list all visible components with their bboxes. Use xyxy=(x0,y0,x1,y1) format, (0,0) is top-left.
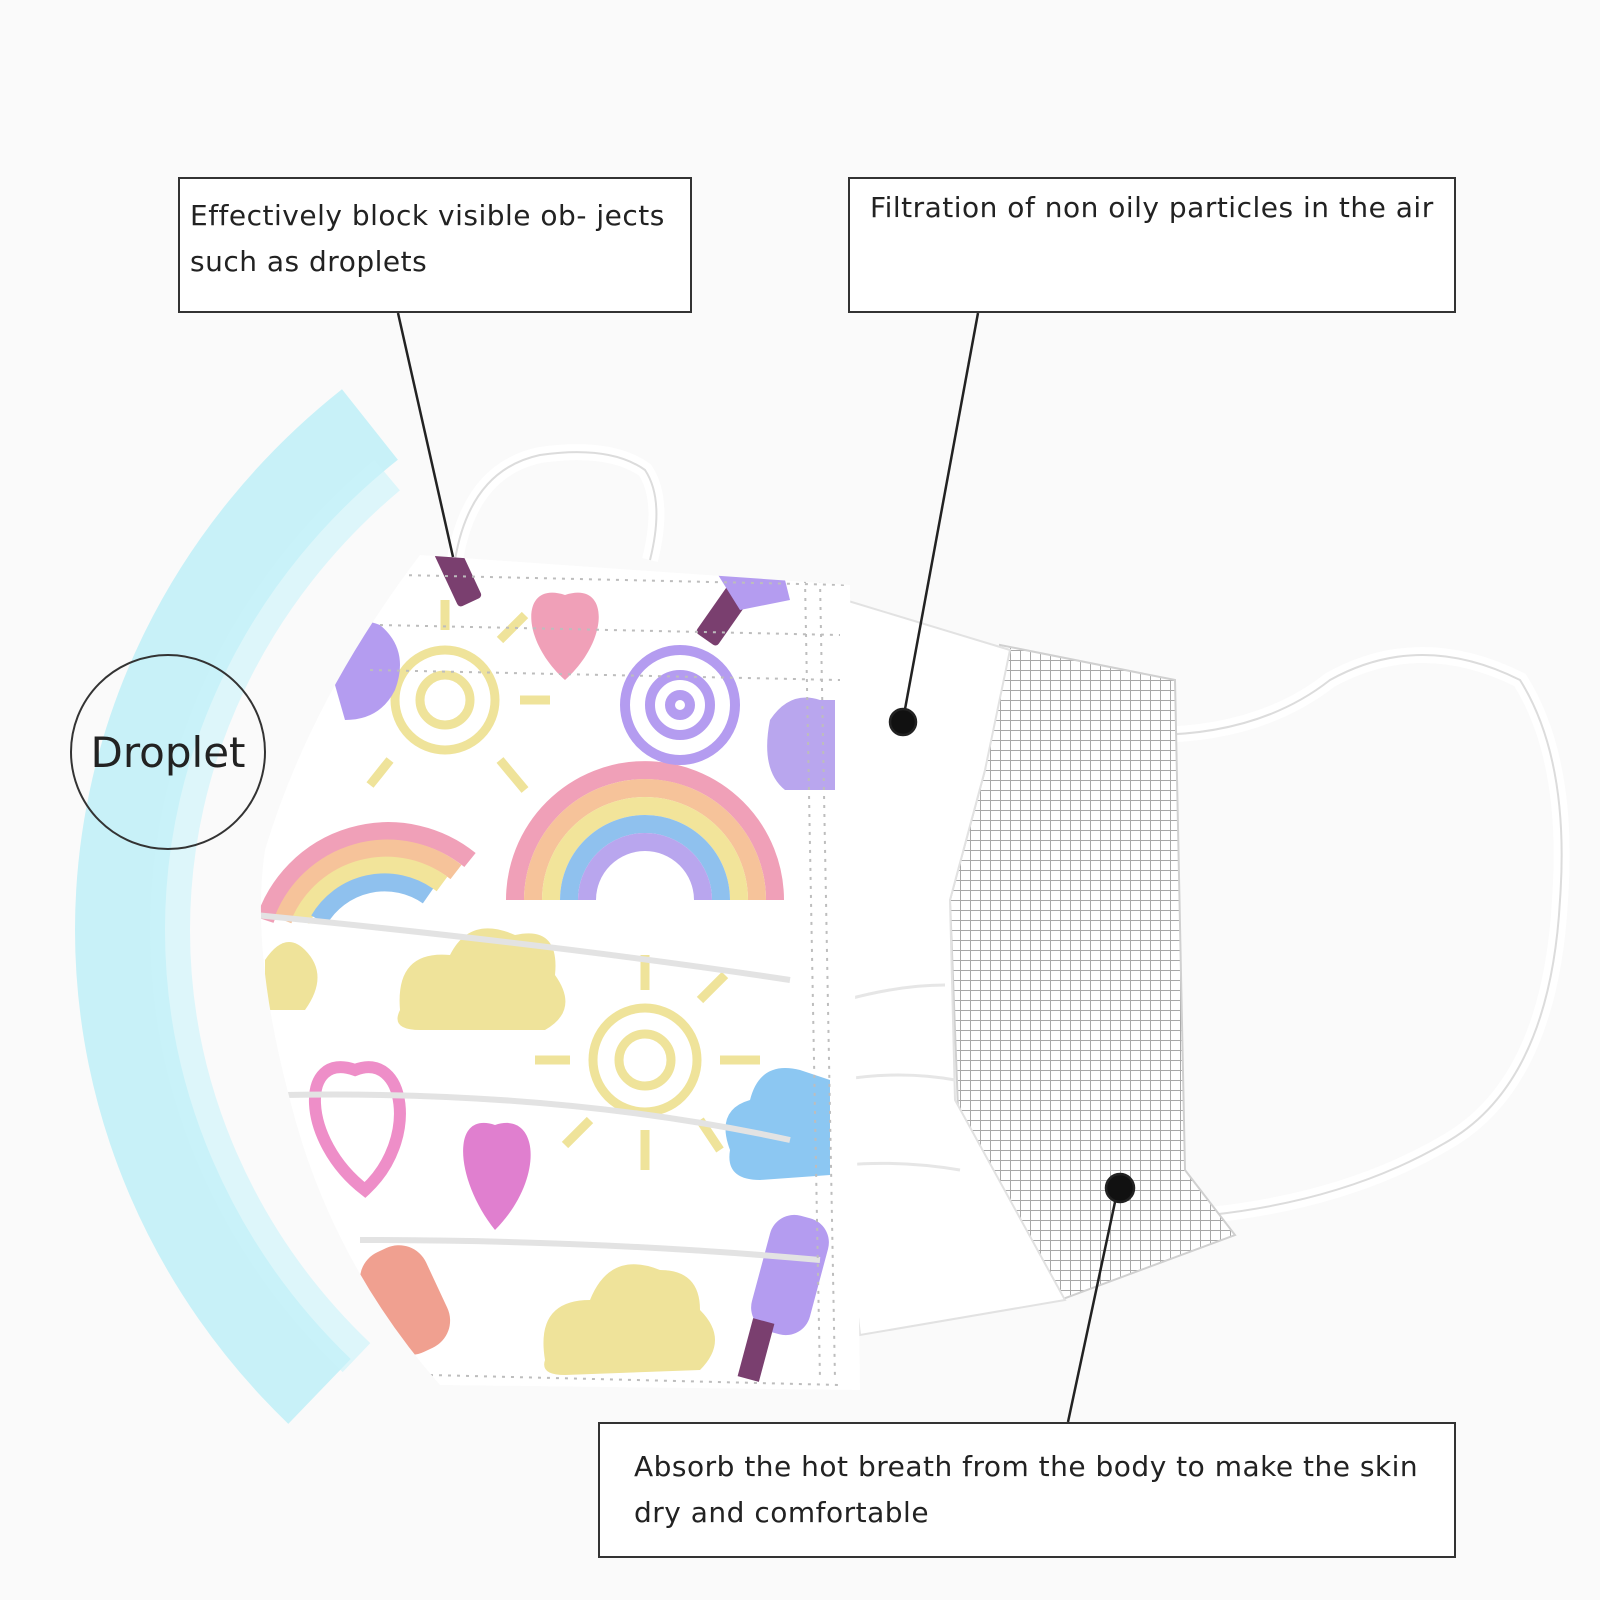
heart-icon xyxy=(309,1061,406,1198)
callout-filtration: Filtration of non oily particles in the … xyxy=(848,177,1456,313)
rainbow-icon xyxy=(260,761,784,925)
callout-block-droplets-text: Effectively block visible ob- jects such… xyxy=(190,199,665,278)
right-ear-loop-icon xyxy=(1149,647,1570,1223)
sun-swirl-icon xyxy=(345,600,760,1170)
callout-absorb: Absorb the hot breath from the body to m… xyxy=(598,1422,1456,1558)
droplet-spray-arc xyxy=(75,225,1565,1600)
callout-leaders xyxy=(396,312,1136,1423)
callout-block-droplets: Effectively block visible ob- jects such… xyxy=(178,177,692,313)
heart-icon xyxy=(463,1122,531,1230)
droplet-label-circle: Droplet xyxy=(70,654,266,850)
popsicle-icon xyxy=(359,555,829,1382)
printed-outer-layer xyxy=(260,555,861,1390)
top-ear-loop-icon xyxy=(447,444,665,562)
lollipop-swirl-icon xyxy=(620,645,740,765)
droplet-label: Droplet xyxy=(90,727,246,777)
callout-absorb-text: Absorb the hot breath from the body to m… xyxy=(634,1450,1419,1529)
heart-icon xyxy=(531,592,599,680)
callout-filtration-text: Filtration of non oily particles in the … xyxy=(870,191,1434,224)
